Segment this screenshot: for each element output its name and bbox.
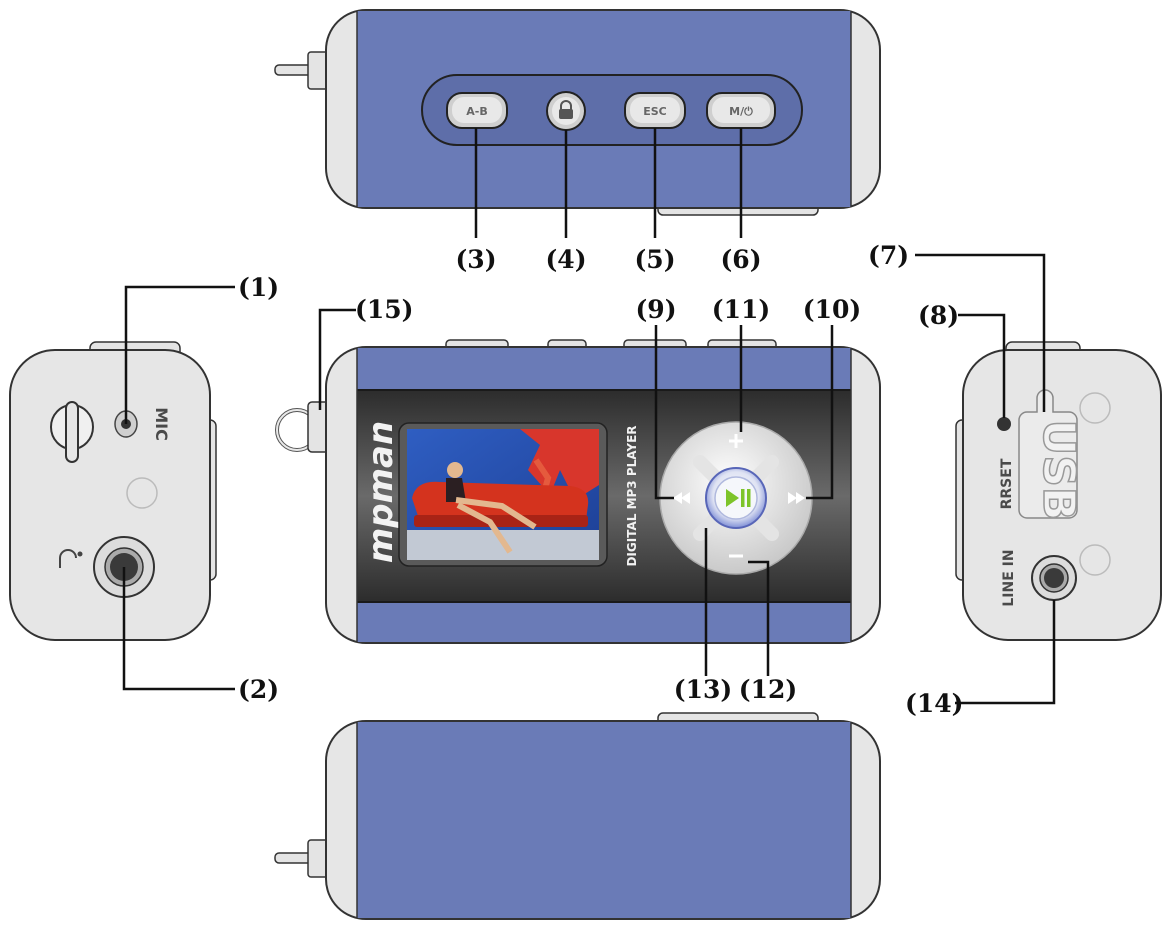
volume-up-icon[interactable] xyxy=(729,434,743,448)
reset-hole[interactable] xyxy=(997,417,1011,431)
hold-button[interactable] xyxy=(546,91,586,131)
brand-logo: mpman xyxy=(361,421,401,563)
usb-label: USB xyxy=(1033,420,1084,521)
product-subtitle: DIGITAL MP3 PLAYER xyxy=(625,425,639,566)
usb-port-cover[interactable] xyxy=(1018,389,1078,519)
mode-power-button[interactable]: M/⏻ xyxy=(706,92,776,129)
left-side-view: MIC xyxy=(9,341,217,641)
callout-15: (15) xyxy=(355,295,413,324)
callout-7: (7) xyxy=(868,241,909,270)
rewind-icon[interactable] xyxy=(673,492,690,504)
control-wheel[interactable] xyxy=(659,421,813,575)
lcd-screen xyxy=(398,422,608,567)
esc-button-label: ESC xyxy=(643,105,667,118)
rrset-label: RRSET xyxy=(999,458,1015,509)
callout-10: (10) xyxy=(803,295,861,324)
ab-button-label: A-B xyxy=(466,105,487,118)
callout-5: (5) xyxy=(634,245,675,274)
callout-13: (13) xyxy=(674,675,732,704)
play-pause-button[interactable] xyxy=(705,467,767,529)
leader-lines xyxy=(122,128,1056,705)
fast-forward-icon[interactable] xyxy=(788,492,805,504)
callout-2: (2) xyxy=(238,675,279,704)
callout-6: (6) xyxy=(720,245,761,274)
headphone-icon xyxy=(59,549,83,568)
callout-labels: (1) (2) (3) (4) (5) (6) (7) (8) (9) (10)… xyxy=(238,241,963,718)
line-in-label: LINE IN xyxy=(1001,549,1017,606)
callout-8: (8) xyxy=(918,301,959,330)
callout-4: (4) xyxy=(545,245,586,274)
callout-11: (11) xyxy=(712,295,770,324)
callout-1: (1) xyxy=(238,273,279,302)
ab-button[interactable]: A-B xyxy=(446,92,508,129)
callout-12: (12) xyxy=(739,675,797,704)
top-view: A-B ESC M/⏻ xyxy=(274,9,881,216)
mic-label: MIC xyxy=(152,407,171,441)
esc-button[interactable]: ESC xyxy=(624,92,686,129)
lanyard-loop xyxy=(275,401,331,453)
callout-14: (14) xyxy=(905,689,963,718)
line-in-jack xyxy=(1031,555,1077,601)
front-view: mpman DIGITAL MP3 PLAYER xyxy=(275,339,881,644)
callout-9: (9) xyxy=(635,295,676,324)
right-side-view: RRSET USB LINE IN xyxy=(955,341,1162,641)
callout-3: (3) xyxy=(455,245,496,274)
hold-slider[interactable] xyxy=(50,401,94,463)
lock-icon xyxy=(559,100,573,119)
play-pause-icon xyxy=(726,489,751,507)
mode-power-button-label: M/⏻ xyxy=(729,105,753,118)
bottom-view xyxy=(274,712,881,920)
